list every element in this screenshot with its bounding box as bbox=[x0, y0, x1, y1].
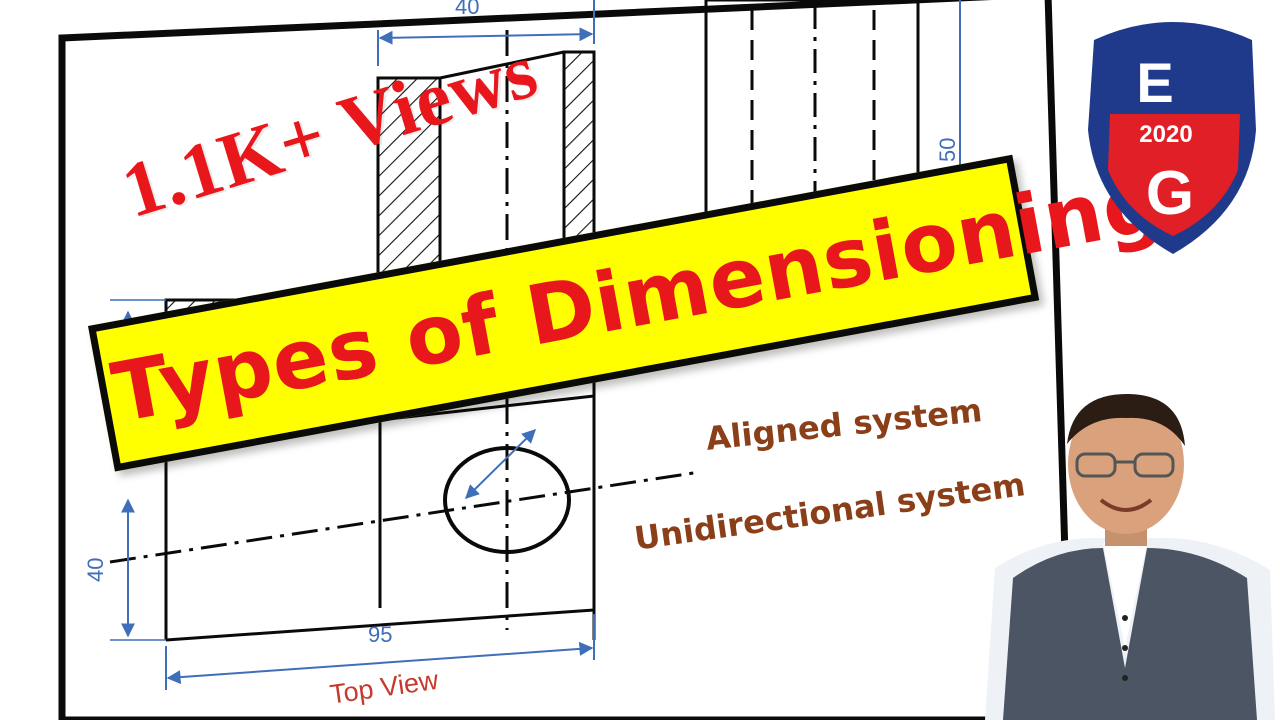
dim-left-lower-text: 40 bbox=[83, 558, 108, 582]
dimension-right: 50 bbox=[935, 0, 967, 192]
logo-year: 2020 bbox=[1139, 121, 1192, 148]
presenter-photo bbox=[985, 394, 1275, 720]
logo-letter-e: E bbox=[1136, 51, 1173, 114]
dimension-top: 40 bbox=[377, 0, 595, 66]
dim-top-text: 40 bbox=[455, 0, 479, 19]
channel-logo: E 2020 G bbox=[1088, 22, 1256, 254]
logo-letter-g: G bbox=[1146, 159, 1194, 228]
dim-bottom-text: 95 bbox=[368, 622, 392, 647]
dim-right-text: 50 bbox=[935, 138, 960, 162]
dimension-bottom: 95 bbox=[165, 614, 595, 690]
